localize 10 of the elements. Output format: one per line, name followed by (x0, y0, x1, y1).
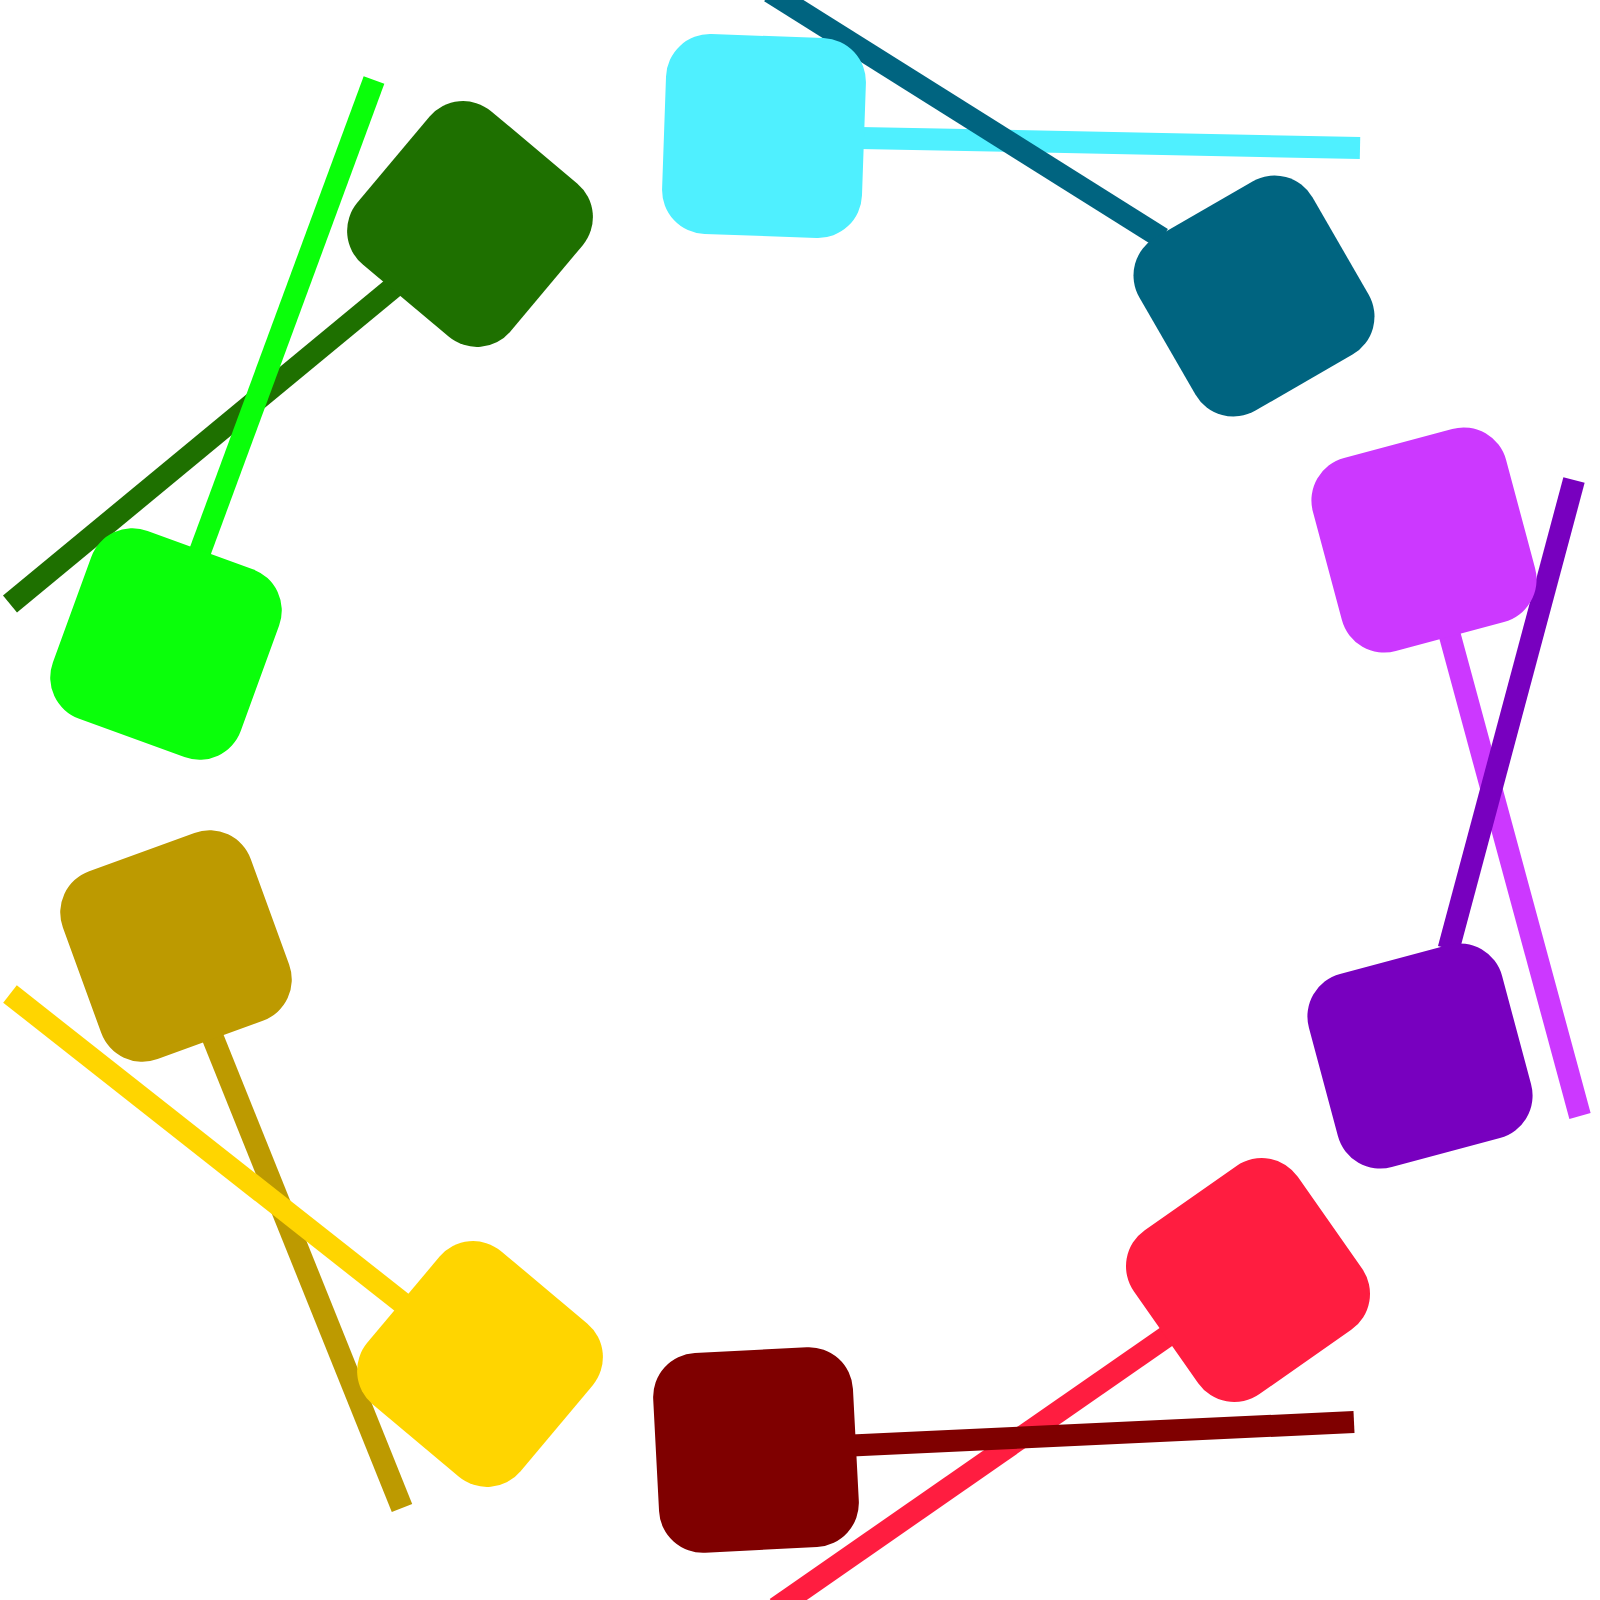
stick-line (1438, 629, 1591, 1119)
stick-line (769, 1325, 1176, 1600)
stick-line (201, 1031, 413, 1513)
stick-line (188, 76, 385, 558)
stick-line (3, 277, 402, 613)
stick-line (764, 0, 1168, 248)
stick-line (1438, 477, 1585, 952)
stick-line (859, 126, 1361, 159)
stick-line (3, 985, 412, 1314)
stick-line (851, 1411, 1355, 1457)
